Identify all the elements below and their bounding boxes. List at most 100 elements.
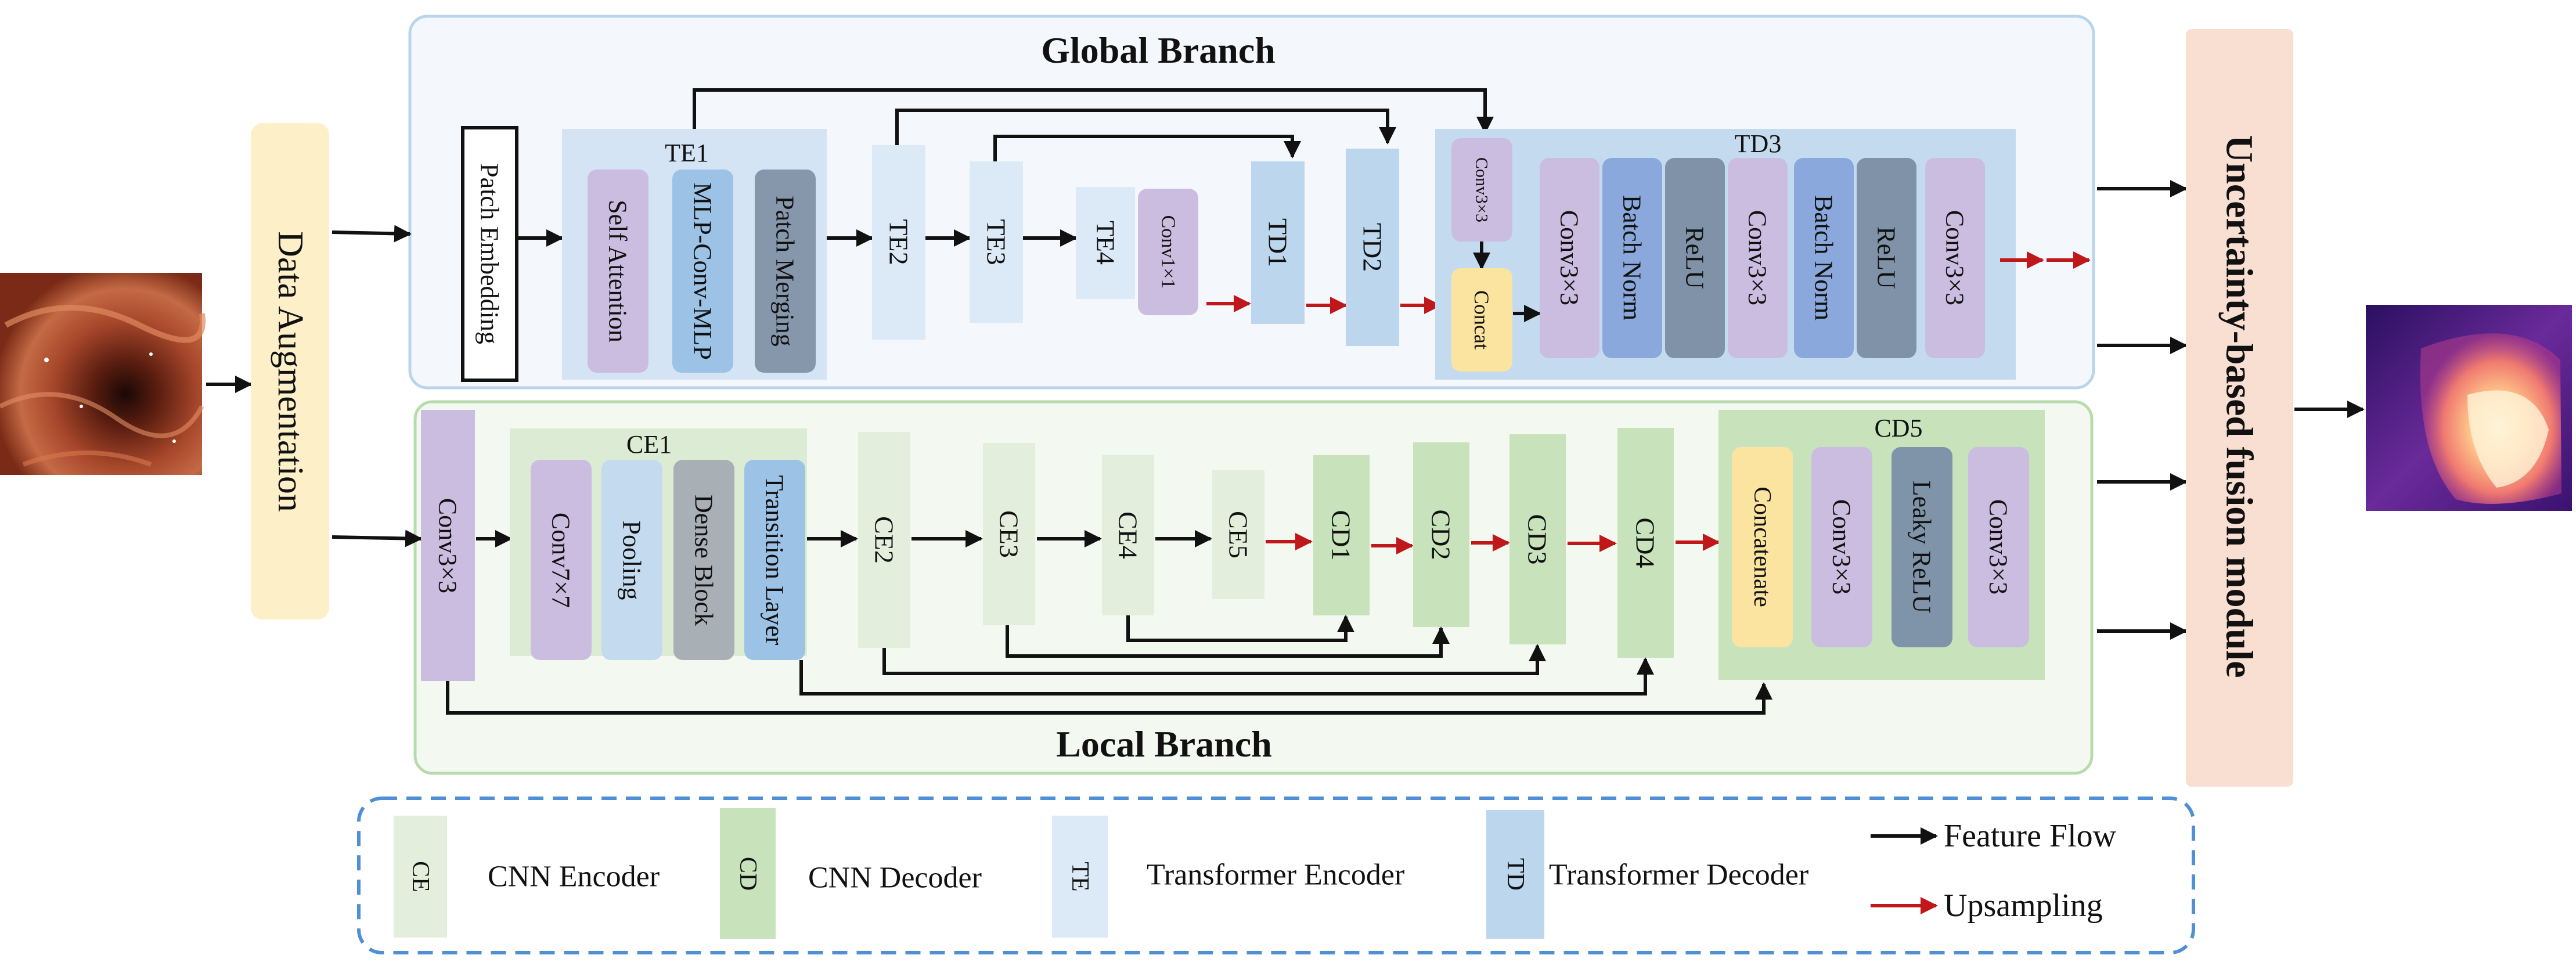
ce5-block [1212,470,1264,599]
td3-batchnorm-b-label: Batch Norm [1810,195,1838,320]
legend-te-swatch-label: TE [1067,862,1093,891]
data-augmentation-block [251,123,329,619]
td3-relu-a-label: ReLU [1681,226,1709,289]
cd5-leaky-relu-label: Leaky ReLU [1908,481,1936,613]
td3-relu-a-block [1665,158,1725,358]
cd5-title: CD5 [1874,414,1922,442]
mlp-conv-mlp-block [672,170,733,373]
data-augmentation-label: Data Augmentation [271,231,310,512]
patch-embedding-label: Patch Embedding [475,163,504,344]
te4-block [1076,187,1135,299]
cd2-block [1413,442,1469,627]
legend-cd-text: CNN Decoder [808,862,982,895]
cd5-conv-a-block [1811,447,1872,647]
patch-embedding-block [461,126,518,382]
td3-title: TD3 [1735,129,1782,158]
legend-ce-text: CNN Encoder [488,860,660,893]
td3-concat-block [1451,268,1512,372]
te2-label: TE2 [884,219,914,265]
cd3-block [1509,434,1566,644]
td3-relu-b-label: ReLU [1872,226,1901,289]
pooling-label: Pooling [618,521,646,600]
dense-block-label: Dense Block [690,495,718,626]
legend-cd-swatch-label: CD [734,857,761,891]
cd5-conv-a-label: Conv3×3 [1828,499,1856,594]
global-branch-title: Global Branch [1041,30,1276,71]
te4-label: TE4 [1091,221,1120,265]
cd5-leaky-relu-block [1892,447,1952,647]
skip-te2-to-td2 [895,109,1396,145]
cd3-label: CD3 [1523,514,1552,565]
cd5-concatenate-block [1732,447,1793,647]
legend-upsampling-text: Upsampling [1944,888,2103,924]
aug-to-global-arrow [332,225,412,243]
skip-ce2-to-cd3 [882,644,1546,675]
patch-merging-label: Patch Merging [771,196,799,347]
td1-label: TD1 [1263,218,1293,267]
aug-to-local-arrow [332,529,423,547]
td1-block [1251,161,1305,324]
self-attention-label: Self Attention [604,200,632,343]
ce5-label: CE5 [1224,511,1253,558]
conv1x1-block [1138,189,1198,315]
legend-td-swatch-label: TD [1502,858,1529,891]
cd2-label: CD2 [1426,510,1456,560]
td3-conv-b-label: Conv3×3 [1743,210,1772,305]
local-conv3x3-label: Conv3×3 [434,498,462,593]
skip-te1-to-td3 [693,88,1494,134]
td3-conv-b-block [1728,158,1788,358]
td3-panel [1435,129,2016,380]
fusion-module-label: Uncertainty-based fusion module [2218,135,2261,678]
depth-map-icon [2366,305,2572,511]
legend-feature-flow-text: Feature Flow [1944,818,2117,854]
legend-cd-swatch [720,808,776,939]
cd4-label: CD4 [1631,518,1660,568]
td3-batchnorm-a-block [1602,158,1662,358]
td3-conv-c-block [1925,158,1985,358]
legend-td-text: Transformer Decoder [1549,859,1808,892]
skip-ce4-to-cd1 [1126,615,1354,642]
cd5-conv-b-block [1968,447,2029,647]
legend-te-swatch [1052,816,1108,938]
skip-te3-to-td1 [993,135,1301,161]
td3-conv-a-block [1540,158,1599,358]
legend-te-text: Transformer Encoder [1147,859,1404,892]
conv7x7-block [531,460,592,660]
ce4-label: CE4 [1114,511,1143,559]
pooling-block [601,460,662,660]
ce3-block [983,443,1035,625]
td3-concat-label: Concat [1470,290,1493,349]
fusion-module-block [2186,29,2293,787]
cd4-block [1617,428,1674,658]
skip-conv-to-cd5 [446,681,1772,715]
ce4-block [1102,455,1154,615]
skip-ce1-to-cd4 [799,657,1654,695]
te1-title: TE1 [665,139,709,167]
td3-conv-a-label: Conv3×3 [1555,210,1584,305]
legend-panel [357,797,2195,954]
td3-relu-b-block [1857,158,1916,358]
td2-label: TD2 [1358,223,1388,272]
td3-small-conv-block [1451,138,1512,242]
legend-ce-swatch [394,816,447,938]
legend-ce-swatch-label: CE [407,861,434,892]
ce1-title: CE1 [626,430,672,459]
te2-block [872,145,925,340]
cd1-block [1313,455,1370,615]
legend-td-swatch [1486,810,1544,939]
skip-ce3-to-cd2 [1006,625,1450,658]
conv7x7-label: Conv7×7 [547,513,575,608]
ce2-label: CE2 [870,516,899,564]
self-attention-block [588,170,648,373]
cd1-label: CD1 [1327,510,1356,561]
td3-small-conv-label: Conv3×3 [1472,157,1491,222]
dense-block-block [673,460,734,660]
conv1x1-label: Conv1×1 [1158,215,1179,289]
patch-merging-block [755,170,816,373]
colonoscopy-image-icon [0,273,206,475]
local-conv3x3-block [421,410,475,681]
cd5-concatenate-label: Concatenate [1749,487,1775,607]
td2-block [1346,149,1399,346]
cd5-conv-b-label: Conv3×3 [1984,499,2013,594]
